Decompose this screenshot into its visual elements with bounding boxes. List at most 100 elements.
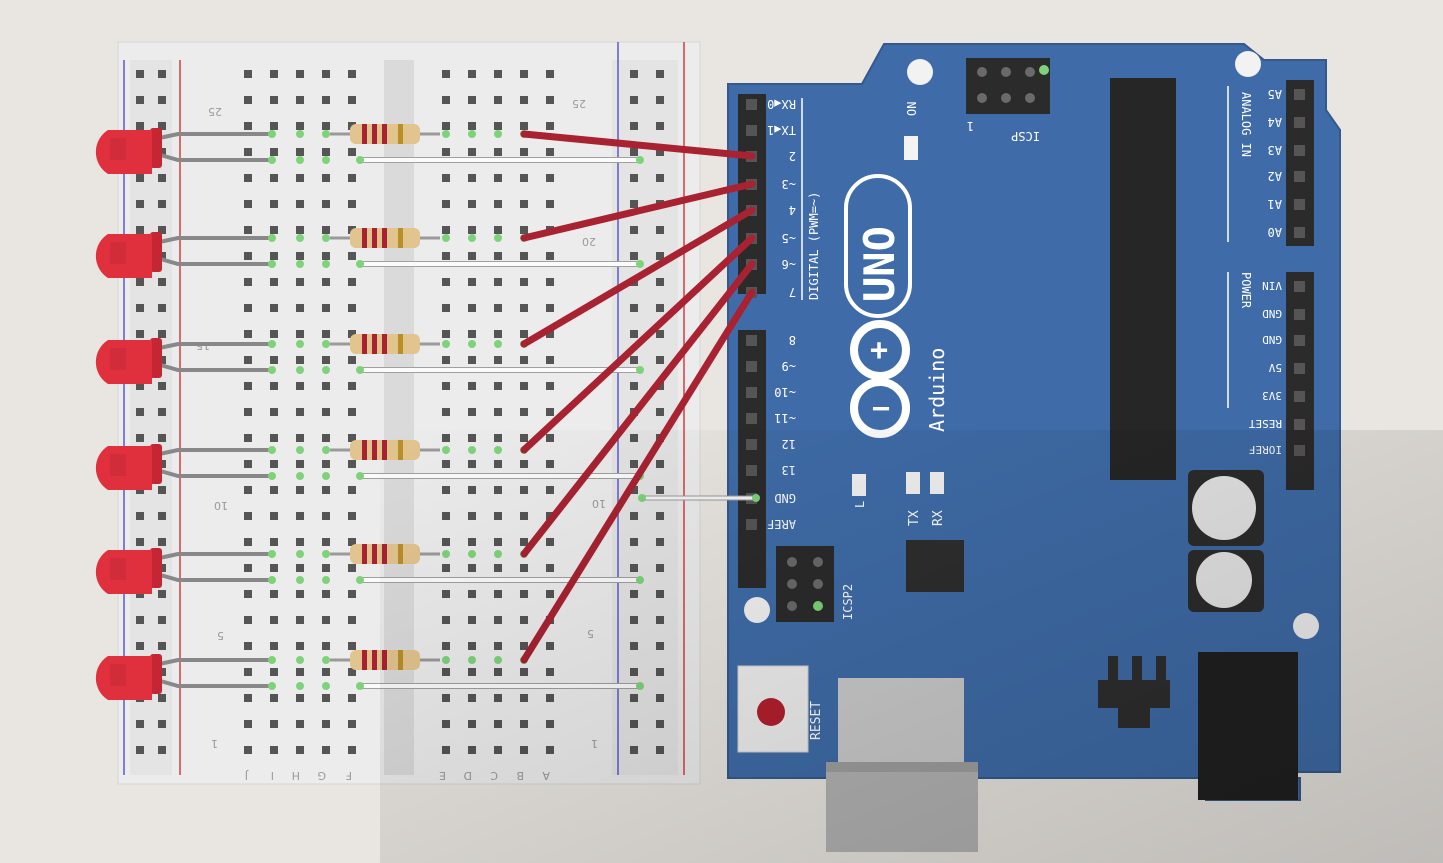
breadboard-hole xyxy=(296,174,304,182)
breadboard-hole xyxy=(442,434,450,442)
breadboard-hole xyxy=(546,668,554,676)
breadboard-hole xyxy=(546,460,554,468)
breadboard-hole xyxy=(468,200,476,208)
breadboard-hole xyxy=(322,616,330,624)
header-pin[interactable] xyxy=(746,439,757,450)
breadboard-hole xyxy=(270,564,278,572)
breadboard-hole xyxy=(442,720,450,728)
header-pin[interactable] xyxy=(1294,391,1305,402)
breadboard-hole xyxy=(442,694,450,702)
breadboard-hole xyxy=(656,720,664,728)
breadboard-hole xyxy=(348,694,356,702)
breadboard-hole xyxy=(630,460,638,468)
breadboard-hole xyxy=(442,382,450,390)
mounting-hole xyxy=(1235,51,1261,77)
breadboard-hole xyxy=(546,538,554,546)
breadboard-hole xyxy=(136,616,144,624)
header-pin[interactable] xyxy=(1294,227,1305,238)
breadboard-hole xyxy=(656,356,664,364)
breadboard-hole xyxy=(468,590,476,598)
column-letter: D xyxy=(464,769,472,782)
header-pin[interactable] xyxy=(1294,117,1305,128)
breadboard-hole xyxy=(322,486,330,494)
breadboard-hole xyxy=(656,148,664,156)
reset-button[interactable] xyxy=(757,698,785,726)
icsp-label: ICSP xyxy=(1011,129,1040,143)
breadboard-hole xyxy=(656,278,664,286)
breadboard-hole xyxy=(546,356,554,364)
header-pin[interactable] xyxy=(1294,419,1305,430)
red-led xyxy=(95,232,162,278)
breadboard-hole xyxy=(656,330,664,338)
header-pin[interactable] xyxy=(746,413,757,424)
breadboard-hole xyxy=(348,668,356,676)
breadboard-hole xyxy=(442,616,450,624)
header-pin[interactable] xyxy=(1294,199,1305,210)
breadboard-hole xyxy=(244,96,252,104)
power-header-label: POWER xyxy=(1239,272,1253,309)
breadboard-hole xyxy=(494,356,502,364)
header-pin[interactable] xyxy=(746,465,757,476)
header-pin[interactable] xyxy=(1294,309,1305,320)
icsp-header[interactable] xyxy=(966,58,1050,114)
header-pin[interactable] xyxy=(746,361,757,372)
breadboard-hole xyxy=(270,278,278,286)
breadboard-hole xyxy=(546,590,554,598)
breadboard-hole xyxy=(270,408,278,416)
breadboard-hole xyxy=(322,226,330,234)
breadboard-hole xyxy=(348,70,356,78)
breadboard-hole xyxy=(158,408,166,416)
digital-pin-label: 4 xyxy=(789,203,796,217)
header-pin[interactable] xyxy=(1294,445,1305,456)
breadboard-hole xyxy=(270,122,278,130)
breadboard-hole xyxy=(348,252,356,260)
breadboard-hole xyxy=(656,694,664,702)
analog-pin-label: A4 xyxy=(1268,115,1282,129)
breadboard-hole xyxy=(270,148,278,156)
breadboard-hole xyxy=(494,434,502,442)
breadboard-hole xyxy=(520,460,528,468)
svg-text:−: − xyxy=(872,391,890,426)
breadboard-hole xyxy=(158,642,166,650)
breadboard-hole xyxy=(494,148,502,156)
breadboard-hole xyxy=(136,720,144,728)
header-pin[interactable] xyxy=(746,125,757,136)
header-pin[interactable] xyxy=(1294,89,1305,100)
breadboard-hole xyxy=(270,304,278,312)
breadboard-hole xyxy=(442,668,450,676)
l-led xyxy=(852,474,866,496)
breadboard-hole xyxy=(348,356,356,364)
analog-header[interactable] xyxy=(1286,80,1314,246)
icsp-pin1-label: 1 xyxy=(967,119,974,133)
power-header[interactable] xyxy=(1286,272,1314,490)
breadboard-hole xyxy=(296,512,304,520)
breadboard-hole xyxy=(546,122,554,130)
header-pin[interactable] xyxy=(1294,171,1305,182)
header-pin[interactable] xyxy=(746,387,757,398)
breadboard-hole xyxy=(322,278,330,286)
header-pin[interactable] xyxy=(746,99,757,110)
header-pin[interactable] xyxy=(746,335,757,346)
led-channel xyxy=(95,124,756,174)
breadboard-hole xyxy=(322,330,330,338)
breadboard-hole xyxy=(322,668,330,676)
header-pin[interactable] xyxy=(746,519,757,530)
icsp2-header[interactable] xyxy=(776,546,834,622)
header-pin[interactable] xyxy=(1294,145,1305,156)
header-pin[interactable] xyxy=(1294,335,1305,346)
breadboard-hole xyxy=(158,746,166,754)
header-pin[interactable] xyxy=(1294,363,1305,374)
breadboard-hole xyxy=(656,538,664,546)
digital-pin-label: ~6 xyxy=(782,257,796,271)
breadboard-hole xyxy=(520,434,528,442)
header-pin[interactable] xyxy=(1294,281,1305,292)
breadboard-hole xyxy=(270,694,278,702)
breadboard-hole xyxy=(468,512,476,520)
breadboard-hole xyxy=(296,70,304,78)
breadboard-hole xyxy=(322,382,330,390)
red-led xyxy=(95,338,162,384)
breadboard-hole xyxy=(158,434,166,442)
breadboard-hole xyxy=(442,174,450,182)
breadboard-hole xyxy=(468,746,476,754)
